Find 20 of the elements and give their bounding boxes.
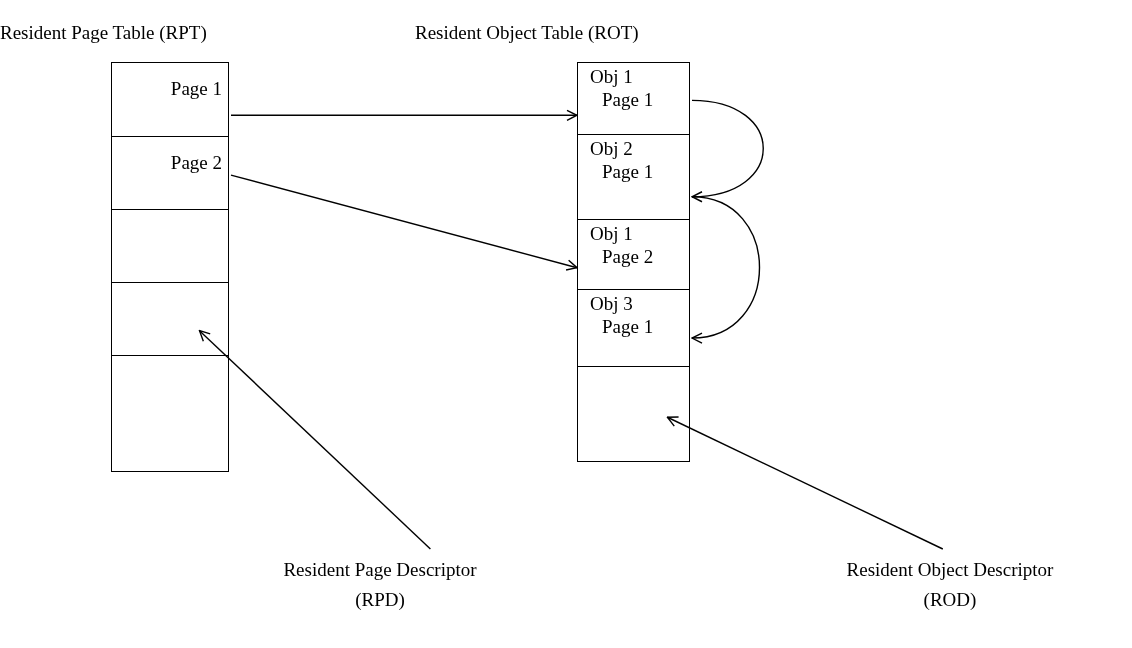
entry-text: Page 1 bbox=[602, 88, 654, 111]
pointer-arrow bbox=[230, 174, 578, 271]
entry-text: Obj 1 bbox=[590, 222, 633, 245]
table-title: Resident Page Table (RPT) bbox=[0, 22, 207, 44]
entry-text: Page 1 bbox=[602, 315, 654, 338]
entry-text: Page 1 bbox=[602, 160, 654, 183]
leader-arrow bbox=[666, 416, 944, 550]
descriptor-label: Resident Page Descriptor (RPD) bbox=[260, 555, 500, 615]
descriptor-label: Resident Object Descriptor (ROD) bbox=[830, 555, 1070, 615]
entry-text: Page 1 bbox=[170, 77, 222, 100]
entry-text: Page 2 bbox=[602, 245, 654, 268]
pointer-arrow bbox=[691, 196, 761, 343]
leader-arrow bbox=[198, 329, 432, 550]
entry-text: Obj 3 bbox=[590, 292, 633, 315]
entry-text: Obj 2 bbox=[590, 137, 633, 160]
entry-text: Obj 1 bbox=[590, 65, 633, 88]
pointer-arrow bbox=[230, 109, 578, 121]
pointer-arrow bbox=[691, 99, 764, 202]
entry-text: Page 2 bbox=[170, 151, 222, 174]
table-title: Resident Object Table (ROT) bbox=[415, 22, 639, 44]
